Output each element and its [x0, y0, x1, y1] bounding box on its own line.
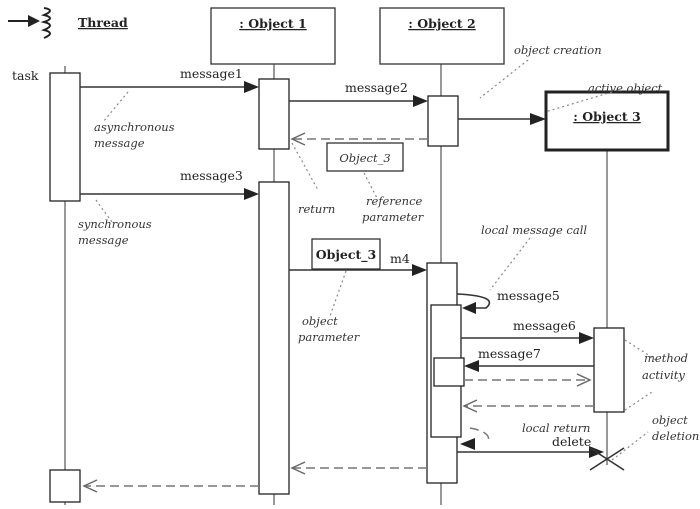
- object2-local-activation: [433, 357, 465, 387]
- object2-activation-1: [427, 95, 459, 147]
- reference-parameter-note-line2: parameter: [362, 210, 425, 224]
- local-return-arrow: [460, 427, 490, 450]
- object1-activation-2: [258, 181, 290, 495]
- return-arrow-1: [290, 132, 428, 146]
- object3-label: : Object 3: [573, 109, 641, 124]
- asynchronous-note-line2: message: [94, 136, 145, 150]
- method-activity-connector-bottom: [624, 391, 653, 411]
- method-activity-note-line2: activity: [642, 368, 685, 382]
- object-parameter-connector: [329, 270, 347, 317]
- create-object3-arrow: [458, 113, 546, 125]
- asynchronous-connector: [102, 91, 129, 123]
- active-object-note: active object: [588, 81, 663, 95]
- message2-label: message2: [345, 80, 408, 95]
- object3-activation: [593, 327, 625, 413]
- thread-activation-1: [49, 72, 81, 202]
- object-parameter-label: Object_3: [316, 247, 376, 263]
- object-deletion-connector: [611, 431, 649, 461]
- object-deletion-note-line1: object: [652, 413, 688, 427]
- delete-label: delete: [552, 434, 591, 449]
- object-parameter-note-line1: object: [302, 314, 338, 328]
- method-activity-note-line1: method: [644, 351, 688, 365]
- message7-label: message7: [478, 346, 541, 361]
- object1-label: : Object 1: [239, 16, 307, 31]
- local-return-note: local return: [522, 421, 590, 435]
- message6-label: message6: [513, 318, 576, 333]
- object-deletion-note-line2: deletion: [652, 429, 699, 443]
- reference-parameter-box: Object_3: [326, 142, 404, 172]
- object1-box: : Object 1: [210, 7, 336, 65]
- local-message-call-note: local message call: [481, 223, 587, 237]
- m4-label: m4: [390, 251, 410, 266]
- local-message-call-connector: [489, 237, 531, 291]
- reference-parameter-note-line1: reference: [366, 194, 423, 208]
- deletion-cross-icon: [589, 447, 625, 471]
- object-parameter-box: Object_3: [311, 238, 381, 270]
- message1-arrow: [80, 81, 259, 93]
- object3-box: : Object 3: [544, 90, 670, 152]
- return-note: return: [298, 202, 335, 216]
- object2-label: : Object 2: [408, 16, 476, 31]
- thread-icon: [8, 7, 51, 39]
- thread-activation-2: [49, 469, 81, 503]
- task-label: task: [12, 68, 39, 83]
- message6-arrow: [461, 332, 594, 344]
- thread-label: Thread: [78, 15, 128, 30]
- object2-box: : Object 2: [379, 7, 505, 65]
- return-arrow-m7: [464, 373, 592, 387]
- method-activity-connector-top: [624, 339, 657, 361]
- object-parameter-note-line2: parameter: [298, 330, 361, 344]
- object-creation-note: object creation: [514, 43, 602, 57]
- active-object-connector: [544, 91, 613, 113]
- synchronous-note-line2: message: [78, 233, 129, 247]
- m4-arrow: [289, 264, 427, 276]
- reference-parameter-label: Object_3: [339, 151, 390, 165]
- message5-self-arrow: [456, 293, 491, 314]
- object1-activation-1: [258, 78, 290, 150]
- message3-label: message3: [180, 168, 243, 183]
- synchronous-note-line1: synchronous: [78, 217, 152, 231]
- asynchronous-note-line1: asynchronous: [94, 120, 175, 134]
- return-arrow-m6: [462, 399, 594, 413]
- message5-label: message5: [497, 288, 560, 303]
- return-connector: [291, 142, 319, 191]
- message3-arrow: [80, 188, 259, 200]
- message2-arrow: [289, 95, 428, 107]
- message7-arrow: [464, 360, 594, 372]
- reference-parameter-connector: [363, 172, 379, 201]
- return-arrow-object1: [290, 461, 427, 475]
- return-arrow-thread: [82, 479, 259, 493]
- object-creation-connector: [479, 59, 529, 99]
- message1-label: message1: [180, 66, 243, 81]
